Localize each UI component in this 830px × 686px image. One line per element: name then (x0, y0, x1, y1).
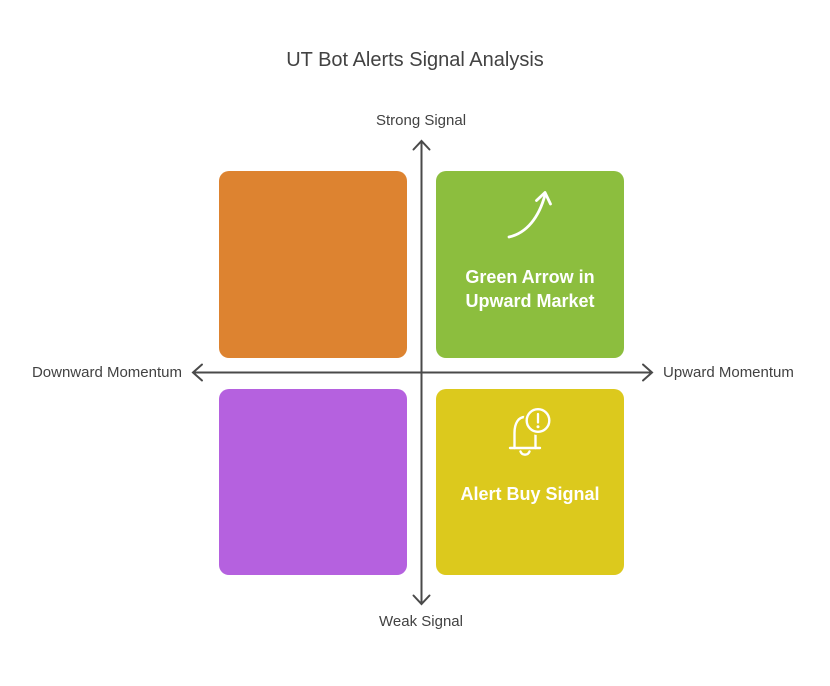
quadrant-top-right: Green Arrow in Upward Market (436, 171, 624, 358)
quadrant-label-line: Alert Buy Signal (460, 484, 600, 504)
right-arrowhead-icon (642, 363, 654, 382)
left-arrowhead-icon (191, 363, 203, 382)
page-title: UT Bot Alerts Signal Analysis (286, 49, 544, 71)
quadrant-label-line: Upward Market (465, 291, 595, 311)
axis-label-strong-signal: Strong Signal (375, 112, 467, 129)
quadrant-label-line: Green Arrow in (465, 267, 595, 287)
axis-label-upward-momentum: Upward Momentum (663, 364, 794, 381)
down-arrowhead-icon (412, 594, 431, 606)
quadrant-label: Alert Buy Signal (440, 482, 620, 506)
quadrant-top-left (219, 171, 407, 358)
curved-growth-arrow-icon (505, 186, 555, 244)
quadrant-bottom-left (219, 389, 407, 575)
alert-bell-icon (507, 405, 553, 457)
quadrant-bottom-right: Alert Buy Signal (436, 389, 624, 575)
quadrant-label: Green Arrow in Upward Market (440, 265, 620, 313)
up-arrowhead-icon (412, 139, 431, 151)
axis-label-downward-momentum: Downward Momentum (31, 364, 182, 381)
axis-label-weak-signal: Weak Signal (379, 613, 463, 630)
